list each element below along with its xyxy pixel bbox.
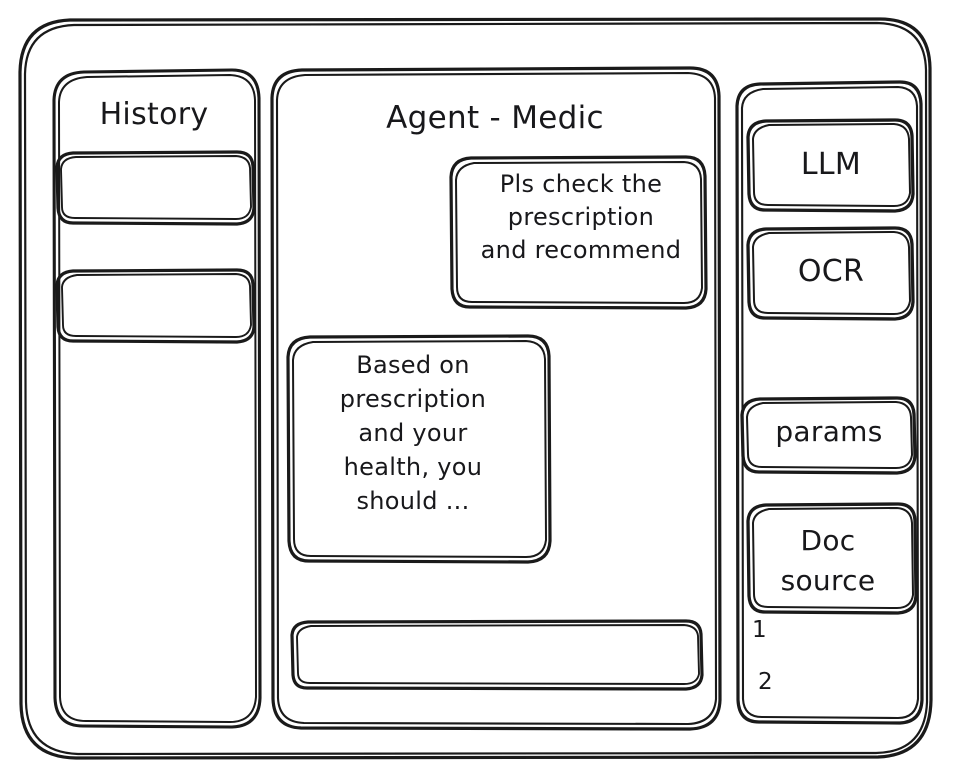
- tool-button-doc-source[interactable]: [748, 504, 916, 613]
- history-panel-title: History: [99, 97, 209, 132]
- tool-button-params-label: params: [775, 415, 883, 448]
- page-title: Agent - Medic: [386, 100, 604, 136]
- doc-source-item-2[interactable]: 2: [758, 669, 773, 695]
- tool-button-llm-label: LLM: [800, 147, 862, 182]
- tool-button-llm[interactable]: [748, 120, 913, 211]
- tool-button-ocr-label: OCR: [797, 254, 865, 289]
- tool-button-params[interactable]: [742, 398, 915, 473]
- tool-button-ocr[interactable]: [748, 228, 913, 319]
- message-input[interactable]: [292, 621, 702, 689]
- chat-bubble-user[interactable]: [451, 157, 706, 308]
- chat-bubble-user-text: Pls check the prescription and recommend: [480, 170, 682, 265]
- tool-button-doc-source-label: Doc source: [780, 524, 876, 597]
- doc-source-item-1[interactable]: 1: [752, 617, 767, 643]
- history-list-item[interactable]: [57, 152, 254, 224]
- chat-bubble-assistant[interactable]: [288, 336, 550, 562]
- chat-bubble-assistant-text: Based on prescription and your health, y…: [339, 351, 487, 516]
- history-list-item[interactable]: [57, 270, 254, 342]
